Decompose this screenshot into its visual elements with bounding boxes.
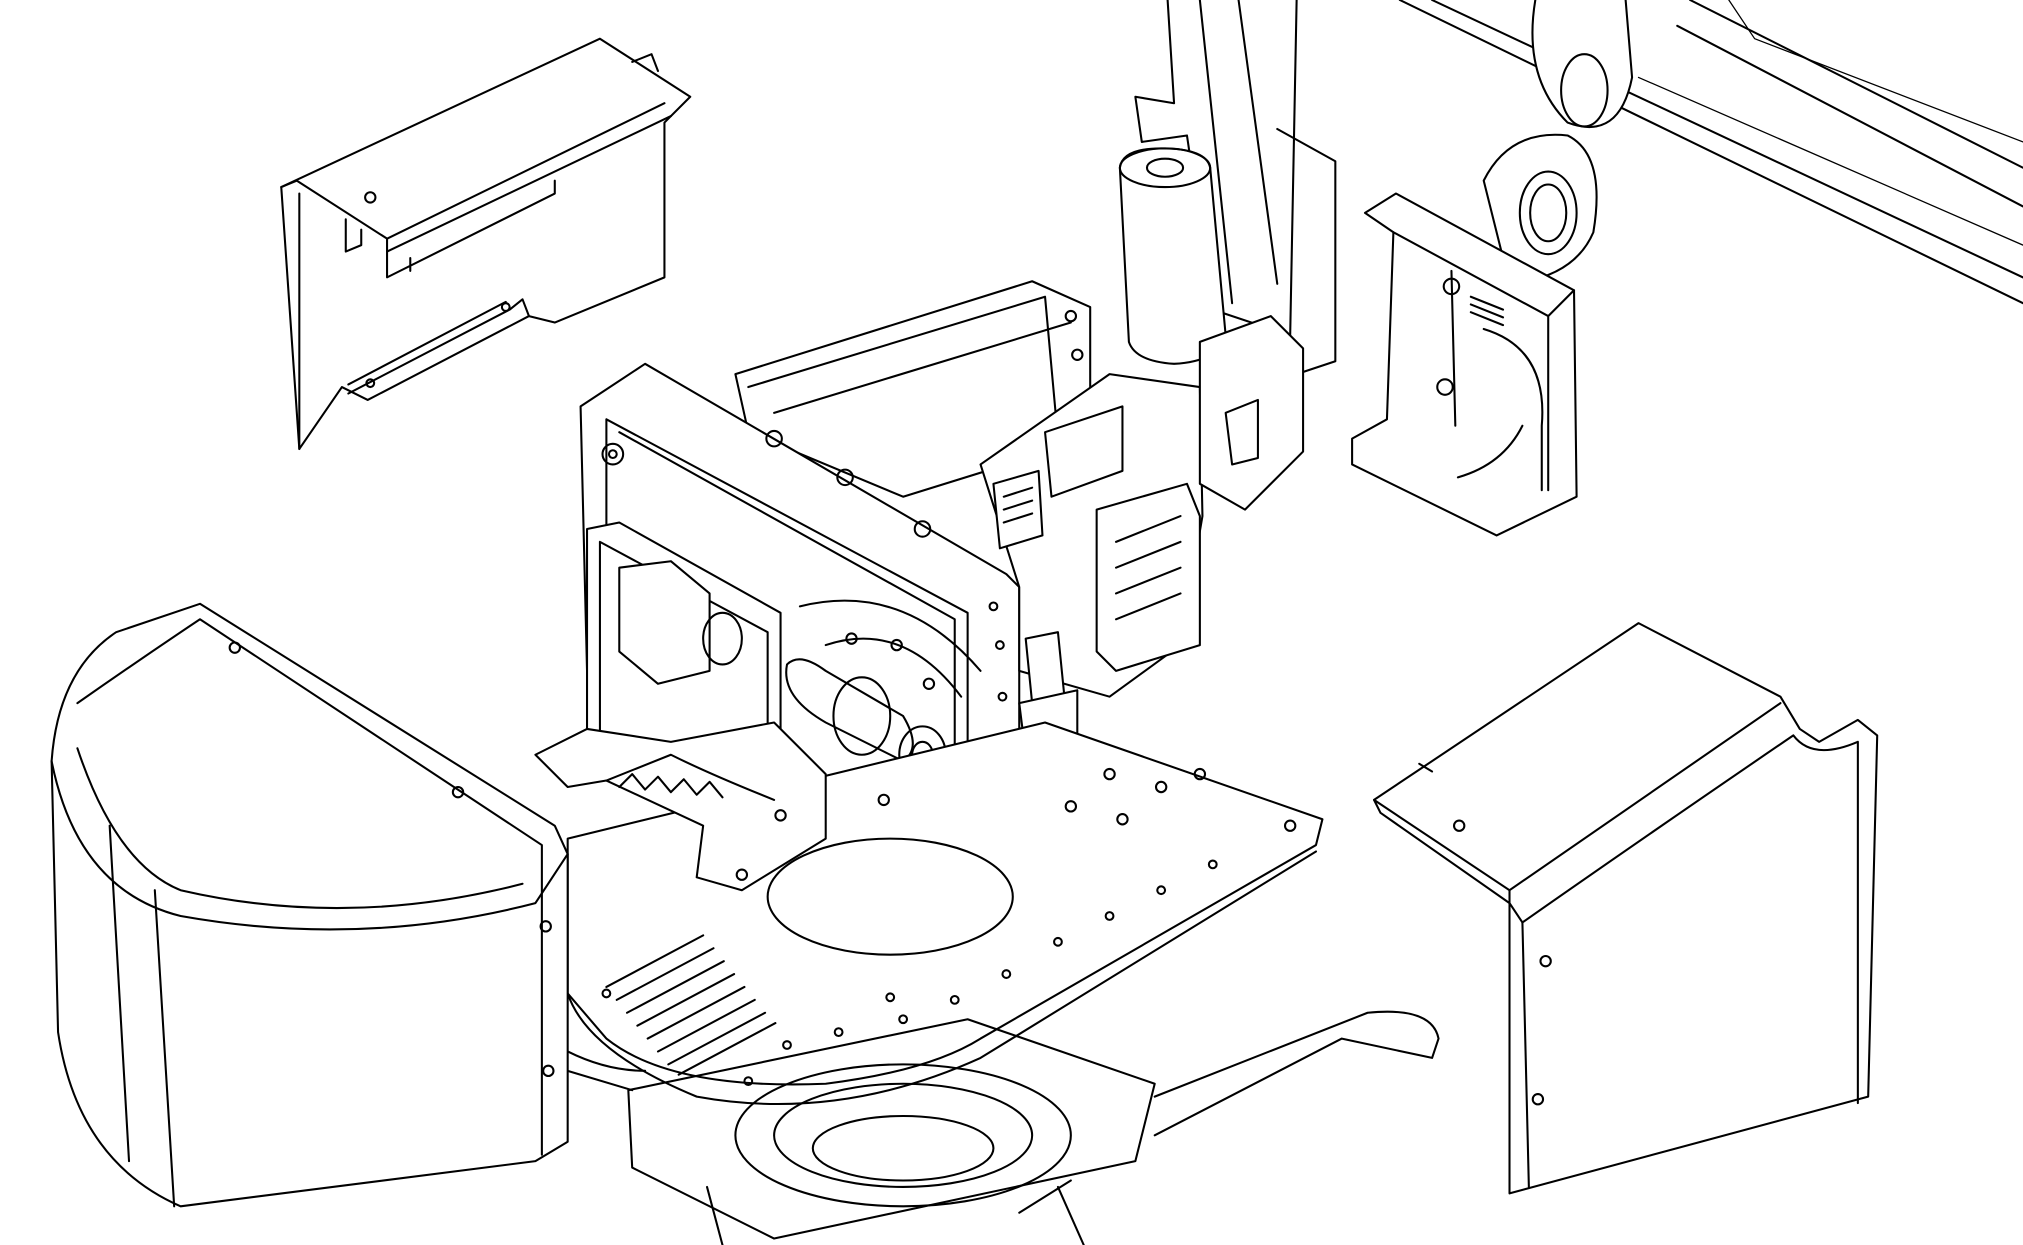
vent-slots <box>605 934 777 1076</box>
top-right-frame <box>1398 0 2023 305</box>
top-left-cover-panel <box>280 37 692 451</box>
control-board <box>979 315 1305 756</box>
left-drum-cover <box>50 602 569 1208</box>
front-rack-bracket <box>534 721 890 892</box>
vertical-mast <box>1118 0 1337 376</box>
stepper-motor-and-shaft <box>618 560 982 785</box>
rotary-base <box>566 1010 1440 1245</box>
link-arm-right <box>1482 0 1634 285</box>
right-side-cover <box>1373 622 1879 1195</box>
right-bearing-bracket <box>1351 192 1578 537</box>
